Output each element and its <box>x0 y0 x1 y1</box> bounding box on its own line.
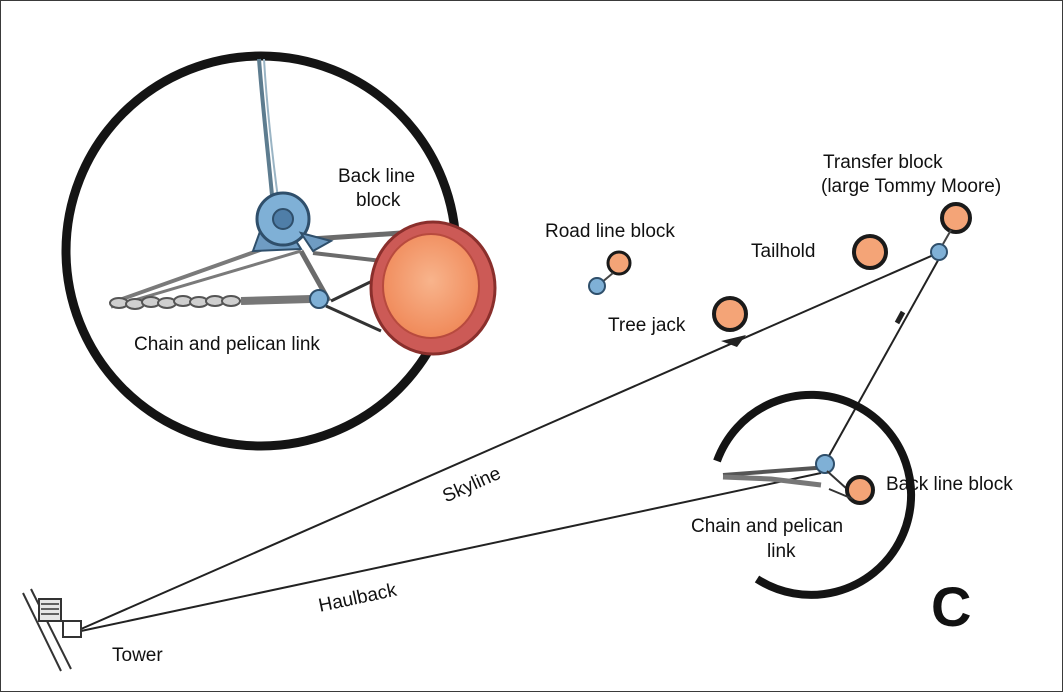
detail-circle-small <box>713 390 916 599</box>
label-transfer-block-2: (large Tommy Moore) <box>821 176 1002 197</box>
transfer-line-mark <box>894 310 906 325</box>
label-tower: Tower <box>112 645 163 666</box>
detail-circle-large <box>61 51 497 451</box>
rigging-lines <box>80 252 942 632</box>
label-chain-pelican-2: link <box>767 541 796 562</box>
panel-letter: C <box>931 575 972 638</box>
label-back-line-block-detail-2: block <box>356 190 401 211</box>
stump-detail <box>369 220 497 356</box>
tower-icon <box>22 588 82 672</box>
label-back-line-block-detail-1: Back line <box>338 166 416 187</box>
tailhold-stump <box>852 234 888 270</box>
transfer-line <box>824 254 942 464</box>
back-line-block-pulley <box>251 191 334 253</box>
road-line-block <box>588 250 632 295</box>
label-back-line-block: Back line block <box>886 474 1013 495</box>
skyline-line <box>80 252 939 630</box>
label-transfer-block-1: Transfer block <box>823 152 943 173</box>
label-tailhold: Tailhold <box>751 241 816 262</box>
label-chain-pelican-detail: Chain and pelican link <box>134 334 320 355</box>
skyline-arrow <box>721 335 746 347</box>
pelican-link-detail <box>309 289 329 309</box>
label-chain-pelican-1: Chain and pelican <box>691 516 844 537</box>
transfer-block <box>930 202 972 261</box>
chain <box>109 295 312 310</box>
haulback-line <box>80 472 822 632</box>
label-road-line-block: Road line block <box>545 221 675 242</box>
support-rope <box>257 58 280 207</box>
label-tree-jack: Tree jack <box>608 315 686 336</box>
tree-jack-stump <box>712 296 748 332</box>
